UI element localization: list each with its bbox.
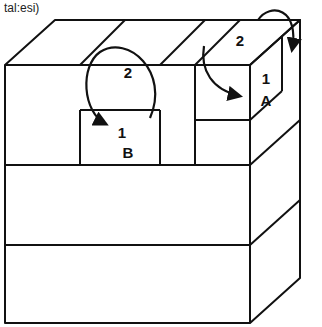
callout-label: A <box>261 93 272 108</box>
callout-label: 1 <box>118 125 126 140</box>
callout-label: 2 <box>236 33 244 48</box>
rotation-arrows <box>86 10 293 124</box>
caption-fragment: tal:esi) <box>4 2 39 14</box>
callout-label: 1 <box>262 71 270 86</box>
callout-label: B <box>123 145 134 160</box>
cube-outline <box>5 20 300 323</box>
callout-label: 2 <box>124 65 132 80</box>
